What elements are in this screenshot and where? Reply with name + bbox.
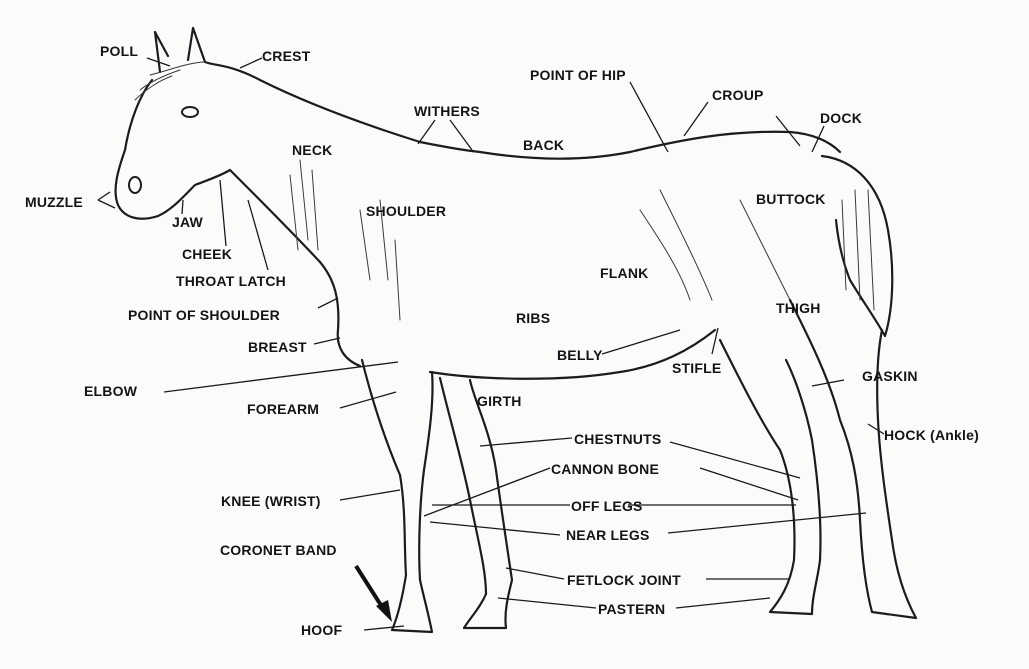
horse-shading xyxy=(290,160,874,320)
label-withers: WITHERS xyxy=(414,103,480,119)
label-back: BACK xyxy=(523,137,564,153)
label-pastern: PASTERN xyxy=(598,601,665,617)
label-flank: FLANK xyxy=(600,265,648,281)
label-cheek: CHEEK xyxy=(182,246,232,262)
label-jaw: JAW xyxy=(172,214,203,230)
label-knee: KNEE (WRIST) xyxy=(221,493,321,509)
label-chestnuts: CHESTNUTS xyxy=(574,431,661,447)
label-throat-latch: THROAT LATCH xyxy=(176,273,286,289)
label-ribs: RIBS xyxy=(516,310,550,326)
label-poll: POLL xyxy=(100,43,138,59)
label-hock: HOCK (Ankle) xyxy=(884,427,979,443)
leader-lines xyxy=(98,58,884,630)
label-girth: GIRTH xyxy=(477,393,522,409)
label-belly: BELLY xyxy=(557,347,603,363)
label-forearm: FOREARM xyxy=(247,401,319,417)
label-muzzle: MUZZLE xyxy=(25,194,83,210)
label-stifle: STIFLE xyxy=(672,360,721,376)
label-cannon-bone: CANNON BONE xyxy=(551,461,659,477)
label-thigh: THIGH xyxy=(776,300,821,316)
label-crest: CREST xyxy=(262,48,310,64)
label-coronet-band: CORONET BAND xyxy=(220,542,337,558)
label-fetlock-joint: FETLOCK JOINT xyxy=(567,572,681,588)
label-hoof: HOOF xyxy=(301,622,342,638)
label-point-of-shoulder: POINT OF SHOULDER xyxy=(128,307,280,323)
arrow-icon xyxy=(356,566,392,622)
label-neck: NECK xyxy=(292,142,332,158)
label-gaskin: GASKIN xyxy=(862,368,918,384)
label-dock: DOCK xyxy=(820,110,862,126)
label-elbow: ELBOW xyxy=(84,383,137,399)
label-off-legs: OFF LEGS xyxy=(571,498,643,514)
label-point-of-hip: POINT OF HIP xyxy=(530,67,626,83)
label-croup: CROUP xyxy=(712,87,764,103)
label-near-legs: NEAR LEGS xyxy=(566,527,649,543)
label-shoulder: SHOULDER xyxy=(366,203,446,219)
label-breast: BREAST xyxy=(248,339,307,355)
label-buttock: BUTTOCK xyxy=(756,191,826,207)
